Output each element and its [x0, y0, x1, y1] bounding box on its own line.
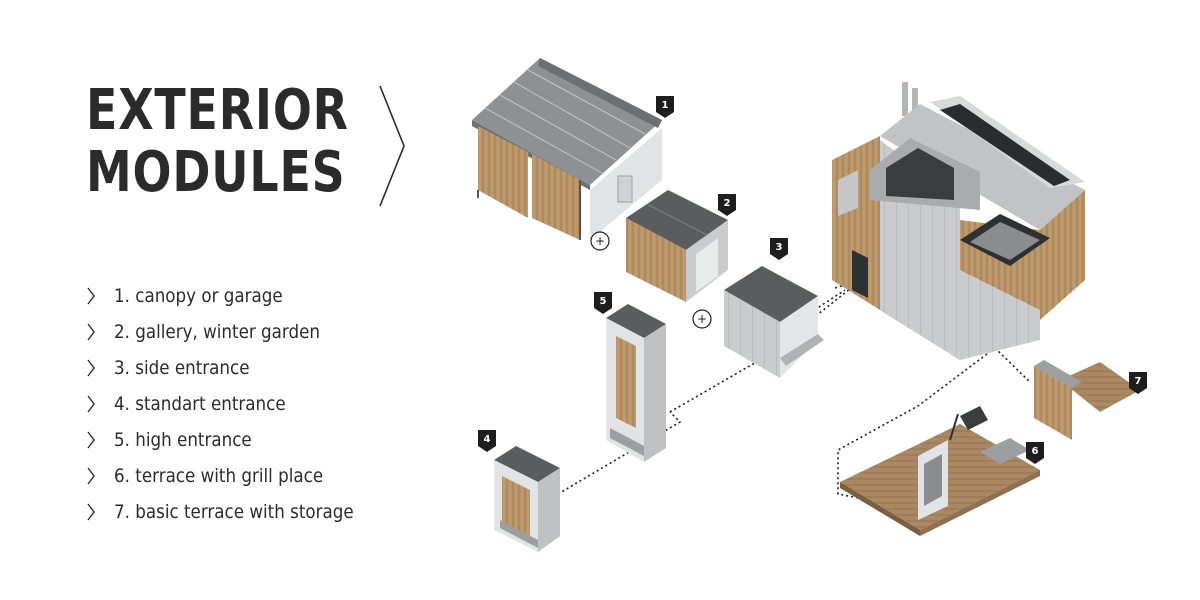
badge-number: 7 — [1135, 376, 1142, 387]
badge-7: 7 — [1129, 372, 1147, 394]
chevron-right-icon — [87, 503, 95, 521]
badge-number: 4 — [484, 434, 491, 445]
module-label: 3. side entrance — [114, 357, 250, 379]
list-item: 4. standart entrance — [84, 386, 386, 422]
badge-6: 6 — [1026, 442, 1044, 464]
module-label: 5. high entrance — [114, 429, 252, 451]
list-item: 3. side entrance — [84, 350, 386, 386]
plus-icon: + — [697, 312, 707, 326]
badge-number: 5 — [600, 296, 607, 307]
module-3-side-entrance — [724, 266, 824, 378]
chevron-right-icon — [87, 467, 95, 485]
main-house — [832, 82, 1085, 360]
module-label: 1. canopy or garage — [114, 285, 283, 307]
module-2-gallery — [626, 190, 728, 302]
module-label: 7. basic terrace with storage — [114, 501, 354, 523]
list-item: 6. terrace with grill place — [84, 458, 386, 494]
chevron-right-icon — [87, 359, 95, 377]
chevron-right-icon — [379, 85, 405, 207]
module-6-terrace-grill — [840, 406, 1040, 536]
chevron-right-icon — [87, 431, 95, 449]
module-label: 4. standart entrance — [114, 393, 286, 415]
module-1-canopy — [472, 58, 662, 240]
plus-sign-1: + — [590, 231, 610, 251]
badge-number: 1 — [662, 100, 669, 111]
module-label: 6. terrace with grill place — [114, 465, 324, 487]
badge-number: 3 — [776, 242, 783, 253]
badge-5: 5 — [594, 292, 612, 314]
badge-4: 4 — [478, 430, 496, 452]
page-title: EXTERIOR MODULES — [86, 80, 349, 204]
badge-number: 6 — [1032, 446, 1039, 457]
module-list: 1. canopy or garage 2. gallery, winter g… — [84, 278, 386, 530]
list-item: 1. canopy or garage — [84, 278, 386, 314]
module-label: 2. gallery, winter garden — [114, 321, 320, 343]
module-4-standard-entrance — [494, 446, 560, 552]
badge-2: 2 — [718, 194, 736, 216]
module-5-high-entrance — [606, 304, 666, 462]
list-item: 2. gallery, winter garden — [84, 314, 386, 350]
list-item: 7. basic terrace with storage — [84, 494, 386, 530]
badge-1: 1 — [656, 96, 674, 118]
plus-icon: + — [595, 234, 605, 248]
list-item: 5. high entrance — [84, 422, 386, 458]
badge-number: 2 — [724, 198, 731, 209]
title-line-2: MODULES — [86, 140, 346, 205]
chevron-right-icon — [87, 323, 95, 341]
title-line-1: EXTERIOR — [86, 78, 349, 143]
chevron-right-icon — [87, 287, 95, 305]
module-7-terrace-storage — [1034, 360, 1140, 440]
modules-illustration: 1 2 3 + + 5 — [472, 58, 1147, 552]
plus-sign-2: + — [692, 309, 712, 329]
chevron-right-icon — [87, 395, 95, 413]
badge-3: 3 — [770, 238, 788, 260]
